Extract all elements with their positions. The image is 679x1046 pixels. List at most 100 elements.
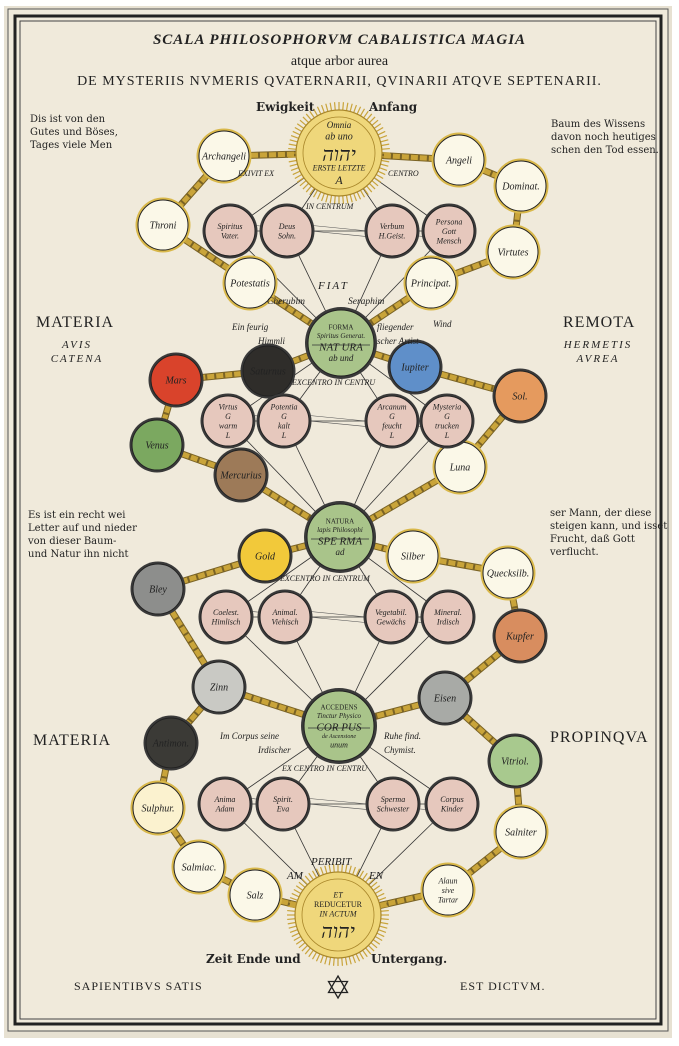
label-salz: Salz — [247, 891, 264, 902]
label-iupiter: Iupiter — [400, 363, 428, 374]
disc-eisen — [419, 672, 471, 724]
note-line: Tages viele Men — [30, 140, 113, 151]
label-spiritus: Spiritus — [218, 222, 243, 231]
label-virtutes: Virtutes — [498, 248, 529, 259]
word-ewigkeit: Ewigkeit — [256, 100, 315, 114]
disc-iupiter — [389, 341, 441, 393]
margin-line: AVREA — [576, 353, 620, 365]
disc-vegetabil — [365, 591, 417, 643]
center-text-top: A — [334, 173, 343, 187]
annot-line: fliegender — [377, 322, 414, 332]
label-salmiac: Salmiac. — [182, 863, 217, 874]
annot-accedens-left: Im Corpus seine Irdischer — [220, 729, 291, 757]
label-bley: Bley — [149, 585, 167, 596]
annot-en: EN — [369, 870, 384, 882]
note-line: Frucht, daß Gott — [550, 534, 635, 545]
center-text-bottom: ET — [332, 890, 343, 899]
note-line: ser Mann, der diese — [550, 508, 652, 519]
word-untergang: Untergang. — [371, 952, 448, 966]
center-text-top: יהוה — [322, 144, 356, 166]
annot-line: Ruhe find. — [384, 731, 421, 741]
note-mid-left: Es ist ein recht wei Letter auf und nied… — [28, 509, 137, 561]
note-top-left: Dis ist von den Gutes und Böses, Tages v… — [30, 113, 118, 152]
label-anima: Adam — [215, 805, 235, 814]
disc-coelest — [200, 591, 252, 643]
chain-link — [412, 553, 509, 576]
label-salniter: Salniter — [505, 828, 537, 839]
label-spiritus: Vater. — [221, 232, 239, 241]
annot-line: Himmli — [258, 336, 285, 346]
label-angeli: Angeli — [445, 156, 472, 167]
label-sperma: Schwester — [377, 805, 410, 814]
disc-alaun — [422, 864, 474, 916]
label-deus: Deus — [278, 222, 295, 231]
center-text-natura: lapis Philosophi — [317, 526, 363, 534]
note-line: Baum des Wissens — [551, 119, 646, 130]
disc-silber — [387, 530, 439, 582]
annot-excentro-1: EXCENTRO IN CENTRU — [292, 378, 376, 387]
footer-left: SAPIENTIBVS SATIS — [74, 979, 203, 993]
center-text-top: ERSTE LETZTE — [312, 164, 366, 173]
center-text-top: Omnia — [327, 120, 352, 130]
annot-cherubim: Cherubim — [267, 297, 305, 307]
label-venus: Venus — [145, 441, 168, 452]
annot-in-centrum: IN CENTRUM — [306, 202, 354, 211]
label-anima: Anima — [214, 795, 236, 804]
label-sol: Sol. — [512, 392, 527, 403]
label-eisen: Eisen — [433, 694, 456, 705]
label-potestatis: Potestatis — [229, 279, 270, 290]
disc-mineral — [422, 591, 474, 643]
label-antimon: Antimon. — [152, 739, 189, 750]
center-text-forma: Spiritus Generat. — [317, 332, 365, 340]
note-line: Letter auf und nieder — [28, 523, 137, 534]
label-potentia: kalt — [278, 422, 291, 431]
center-text-bottom: יהוה — [321, 921, 355, 943]
title-line-3: DE MYSTERIIS NVMERIS QVATERNARII, QVINAR… — [77, 74, 602, 89]
label-spirit: Eva — [276, 805, 289, 814]
note-line: verflucht. — [550, 547, 599, 558]
annot-line: Ein feurig — [232, 322, 269, 332]
margin-materia-lower: MATERIA — [33, 732, 112, 749]
label-persona: Gott — [442, 227, 457, 236]
disc-anima — [199, 778, 251, 830]
label-silber: Silber — [401, 552, 425, 563]
annot-am: AM — [287, 870, 303, 882]
disc-persona — [423, 205, 475, 257]
disc-kupfer — [494, 610, 546, 662]
outer-frame — [13, 14, 663, 1026]
label-dominat: Dominat. — [501, 182, 540, 193]
label-mysteria: L — [444, 431, 450, 440]
disc-dominat — [495, 160, 547, 212]
label-arcanum: Arcanum — [376, 403, 406, 412]
disc-bley — [132, 563, 184, 615]
label-archangeli: Archangeli — [201, 152, 246, 163]
label-mysteria: Mysteria — [432, 403, 461, 412]
center-text-accedens: Tinctur Physico — [317, 712, 362, 720]
label-virtus: warm — [219, 422, 237, 431]
label-potentia: Potentia — [269, 403, 297, 412]
disc-salmiac — [173, 841, 225, 893]
label-kupfer: Kupfer — [505, 632, 534, 643]
disc-vitriol — [489, 735, 541, 787]
annot-line: Chymist. — [384, 745, 416, 755]
disc-gold — [239, 530, 291, 582]
annot-line: scher Artist — [377, 336, 419, 346]
label-saturnus: Saturnus — [250, 367, 286, 378]
center-disc-forma — [307, 309, 375, 377]
disc-verbum — [366, 205, 418, 257]
disc-potentia — [258, 395, 310, 447]
annot-excentro-2: EXCENTRO IN CENTRUM — [280, 574, 370, 583]
margin-materia-upper: MATERIA — [36, 314, 115, 331]
disc-mars — [150, 354, 202, 406]
label-potentia: G — [281, 412, 287, 421]
margin-avis-catena: AVIS CATENA — [36, 340, 118, 365]
label-gold: Gold — [255, 552, 276, 563]
center-text-top: ab uno — [325, 132, 353, 143]
disc-animal — [259, 591, 311, 643]
note-mid-right: ser Mann, der diese steigen kann, und is… — [550, 507, 667, 559]
label-vitriol: Vitriol. — [501, 757, 529, 768]
note-line: schen den Tod essen. — [551, 145, 659, 156]
label-alaun: Alaun — [437, 876, 457, 885]
label-arcanum: G — [389, 412, 395, 421]
disc-deus — [261, 205, 313, 257]
